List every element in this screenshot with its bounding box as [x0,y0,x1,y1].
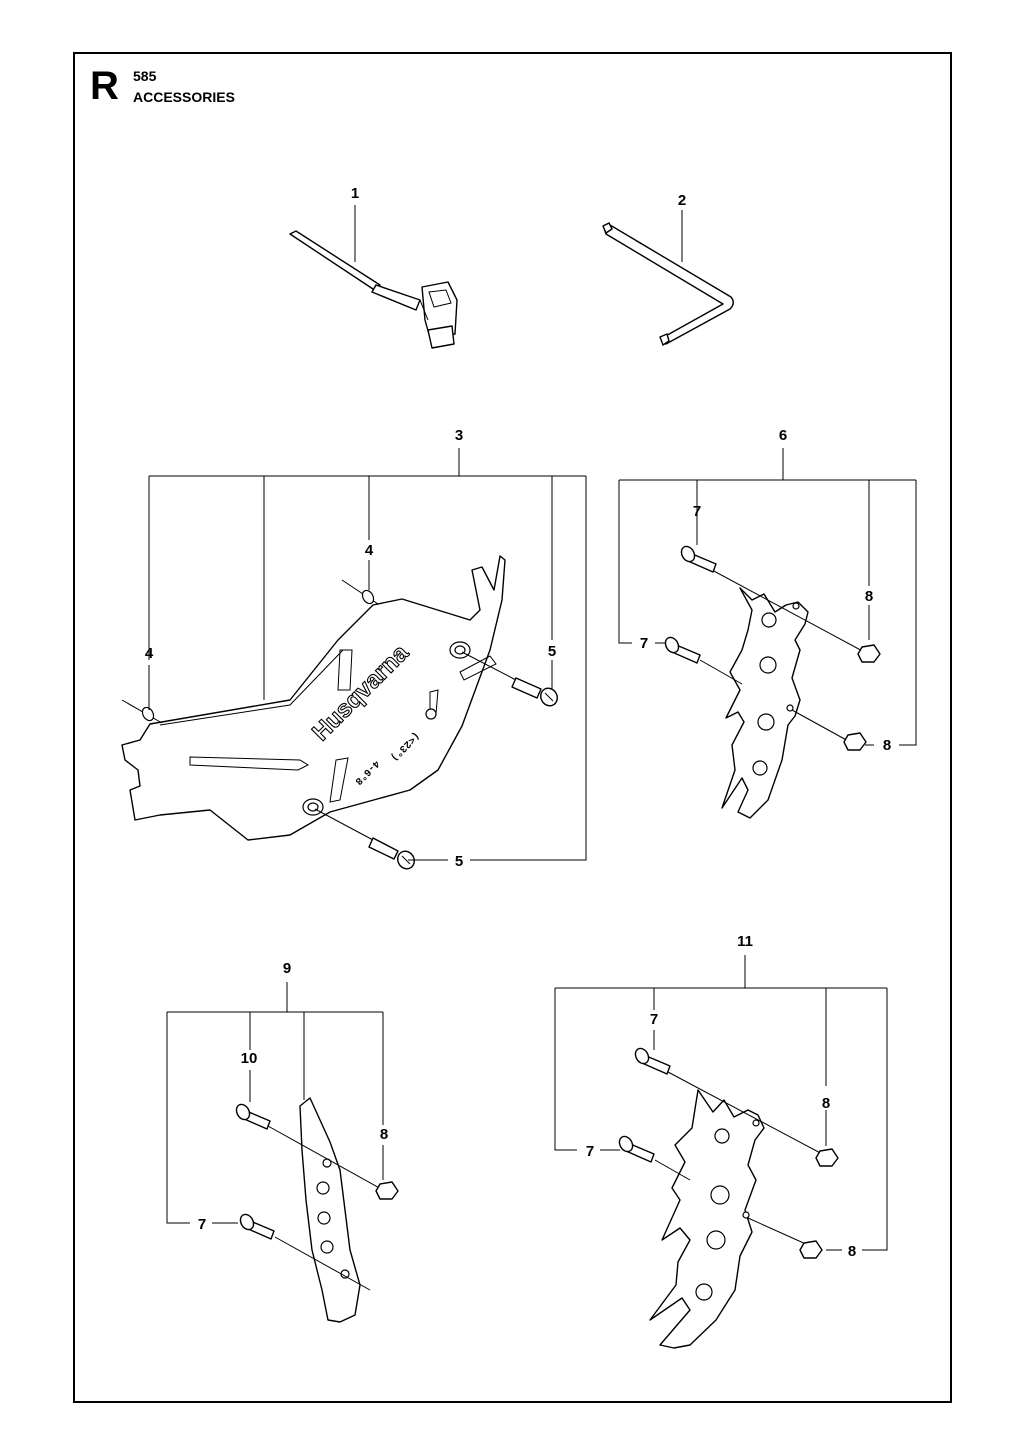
o-ring-parts [121,579,379,724]
bumper-spike-part-11 [649,1089,765,1349]
callout-8-lower-6: 8 [883,737,891,754]
cover-screw-parts [314,651,558,870]
callout-10: 10 [241,1050,258,1067]
callout-5-upper: 5 [548,643,556,660]
callout-6: 6 [779,427,787,444]
callout-8-upper-6: 8 [865,588,873,605]
callout-7-lower-11: 7 [586,1143,594,1160]
callout-3: 3 [455,427,463,444]
callout-7-upper-11: 7 [650,1011,658,1028]
callout-9: 9 [283,960,291,977]
bumper-spike-part-6 [721,587,809,819]
bumper-plate-part-9 [299,1097,361,1323]
callout-8-lower-11: 8 [848,1243,856,1260]
callout-8-upper-11: 8 [822,1095,830,1112]
spike-screws-11 [618,1047,839,1259]
hex-key-part [602,222,734,346]
callout-7-part-9: 7 [198,1216,206,1233]
spike-screws-6 [664,545,881,751]
drawing-frame [73,52,952,1403]
plate-screws-9 [235,1103,399,1291]
callout-4-upper: 4 [365,542,374,559]
callout-8-part-9: 8 [380,1126,388,1143]
section-letter: R [90,64,119,108]
section-title: ACCESSORIES [133,89,235,105]
bar-cover-part: Husqvarna 4-6°8 (<23°) [121,555,506,841]
callout-5-lower: 5 [455,853,463,870]
combination-spanner-part [289,230,458,349]
callout-7-lower-6: 7 [640,635,648,652]
callout-7-upper-6: 7 [693,503,701,520]
callout-4-lower: 4 [145,645,154,662]
callout-1: 1 [351,185,359,202]
callout-2: 2 [678,192,686,209]
model-number: 585 [133,68,157,84]
callout-11: 11 [737,933,753,950]
